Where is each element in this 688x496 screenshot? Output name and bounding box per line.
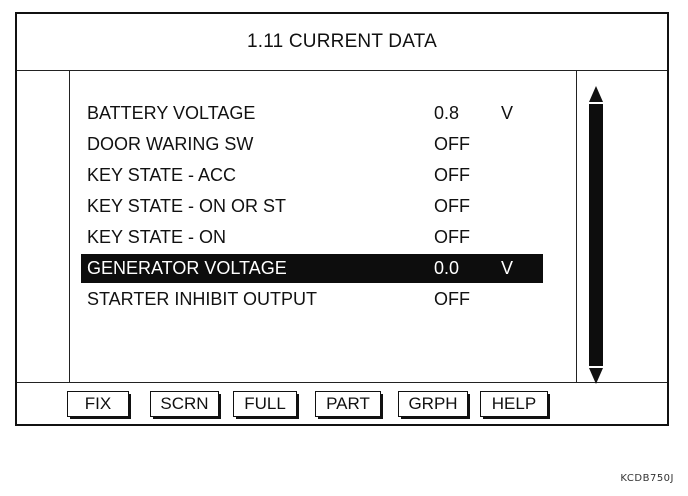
row-value: 0.8 — [434, 103, 460, 123]
fix-button[interactable]: FIX — [67, 391, 131, 419]
scroll-up-arrow-icon[interactable] — [589, 86, 603, 102]
row-value: 0.0 — [434, 258, 460, 278]
row-label: BATTERY VOLTAGE — [87, 103, 256, 123]
row-label: GENERATOR VOLTAGE — [87, 258, 287, 278]
function-key-bar: FIX SCRN FULL PART GRPH HELP — [17, 383, 667, 424]
data-row-key-state-on[interactable]: KEY STATE - ON OFF — [81, 223, 543, 252]
scroll-down-arrow-icon[interactable] — [589, 368, 603, 384]
row-value: OFF — [434, 165, 470, 185]
scrollbar-track[interactable] — [589, 104, 603, 366]
row-label: KEY STATE - ON — [87, 227, 227, 247]
row-unit: V — [501, 258, 514, 278]
scrollbar-area — [577, 70, 667, 384]
data-row-key-state-acc[interactable]: KEY STATE - ACC OFF — [81, 161, 543, 190]
page-title: 1.11 CURRENT DATA — [247, 31, 437, 52]
data-row-battery-voltage[interactable]: BATTERY VOLTAGE 0.8 V — [81, 99, 543, 128]
row-label: KEY STATE - ON OR ST — [87, 196, 287, 216]
row-value: OFF — [434, 196, 470, 216]
figure-code: KCDB750J — [620, 473, 674, 484]
full-button[interactable]: FULL — [233, 391, 299, 419]
row-value: OFF — [434, 289, 470, 309]
row-label: KEY STATE - ACC — [87, 165, 237, 185]
data-row-key-state-on-or-st[interactable]: KEY STATE - ON OR ST OFF — [81, 192, 543, 221]
part-button[interactable]: PART — [315, 391, 383, 419]
scan-tool-screen: 1.11 CURRENT DATA BATTERY VOLTAGE 0.8 V … — [15, 12, 669, 426]
grph-button[interactable]: GRPH — [398, 391, 470, 419]
row-label: STARTER INHIBIT OUTPUT — [87, 289, 318, 309]
row-value: OFF — [434, 134, 470, 154]
title-bar: 1.11 CURRENT DATA — [17, 14, 667, 71]
data-row-generator-voltage[interactable]: GENERATOR VOLTAGE 0.0 V — [81, 254, 543, 283]
scrollbar[interactable] — [589, 78, 603, 388]
left-gutter — [17, 70, 69, 383]
help-button[interactable]: HELP — [480, 391, 550, 419]
row-label: DOOR WARING SW — [87, 134, 254, 154]
row-unit: V — [501, 103, 514, 123]
data-row-door-waring-sw[interactable]: DOOR WARING SW OFF — [81, 130, 543, 159]
row-value: OFF — [434, 227, 470, 247]
scrn-button[interactable]: SCRN — [150, 391, 221, 419]
current-data-list: BATTERY VOLTAGE 0.8 V DOOR WARING SW OFF… — [69, 70, 577, 383]
data-row-starter-inhibit-output[interactable]: STARTER INHIBIT OUTPUT OFF — [81, 285, 543, 314]
